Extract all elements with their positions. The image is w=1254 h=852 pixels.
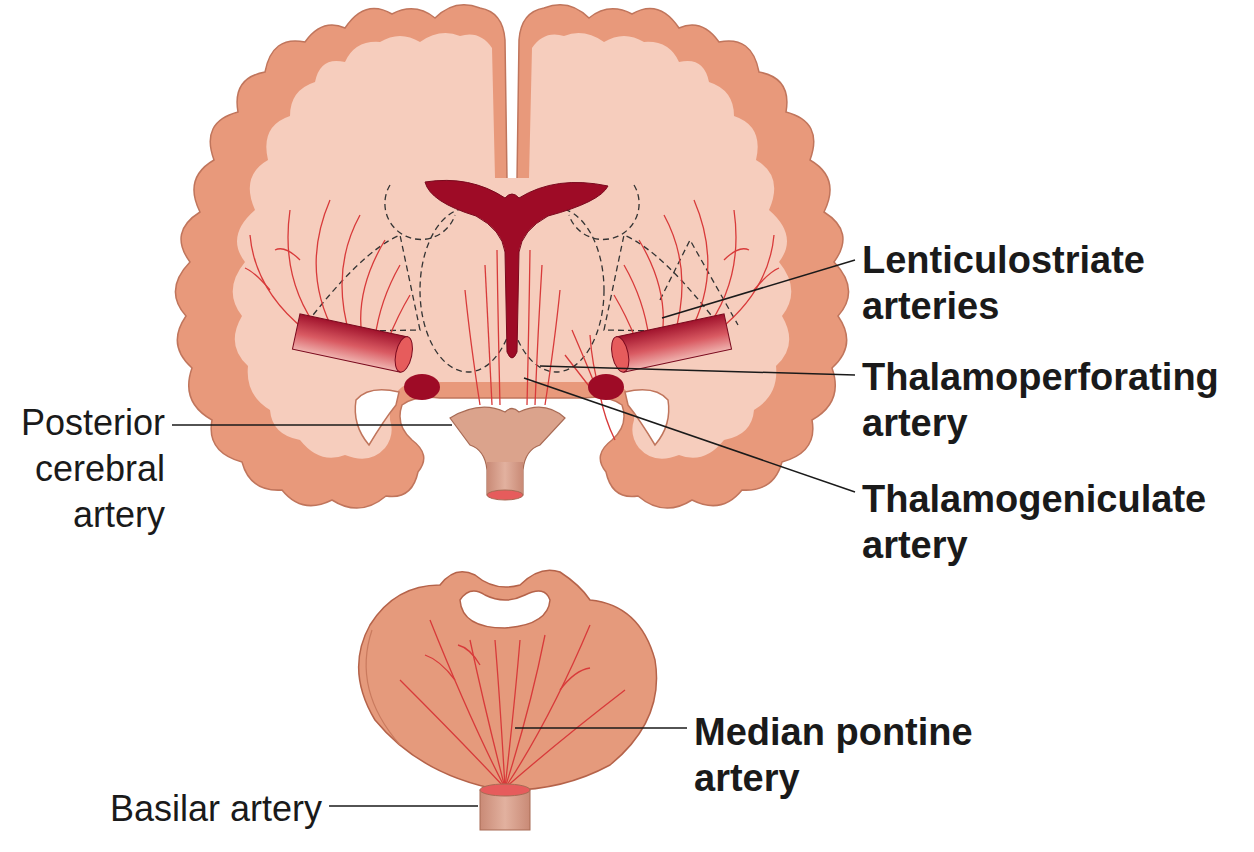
median-pontine-artery: [505, 635, 545, 788]
artery-label: Median pontine artery: [694, 709, 994, 801]
thalamoperforating-artery: [465, 290, 480, 405]
posterior-cerebral-artery: [450, 407, 565, 500]
lenticulostriate-artery: [689, 200, 708, 334]
pons: [366, 630, 400, 745]
artery-label: Posterior cerebral artery: [0, 400, 165, 538]
median-pontine-artery: [495, 640, 505, 788]
lenticulostriate-artery: [245, 268, 270, 290]
leader-line: [515, 727, 687, 729]
middle-cerebral-artery: [292, 314, 415, 374]
middle-cerebral-artery: [292, 314, 731, 374]
fourth-ventricle: [460, 591, 550, 628]
artery-cross-section: [404, 374, 440, 400]
lenticulostriate-artery: [250, 235, 305, 330]
median-pontine-artery: [430, 620, 505, 788]
lenticulostriate-artery: [275, 249, 300, 260]
median-pontine-artery: [560, 668, 590, 690]
basilar-artery: [480, 784, 530, 796]
pons: [359, 570, 657, 790]
lenticulostriate-artery: [375, 265, 400, 338]
leader-line: [524, 378, 855, 492]
lenticulostriate-artery: [342, 215, 360, 336]
lenticulostriate-artery: [361, 240, 385, 337]
lenticulostriate-artery: [316, 200, 335, 334]
median-pontine-artery: [458, 645, 480, 665]
median-pontine-artery: [505, 625, 590, 788]
thalamoperforating-artery: [497, 250, 500, 405]
leader-line: [329, 805, 478, 807]
thalamoperforating-artery: [485, 265, 492, 405]
artery-cross-section: [588, 374, 624, 400]
artery-label: Lenticulostriate arteries: [862, 237, 1247, 329]
thalamoperforating-artery: [527, 250, 530, 405]
lenticulostriate-artery: [639, 240, 663, 337]
median-pontine-artery: [470, 640, 505, 788]
lenticulostriate-artery: [288, 210, 320, 332]
artery-label: Thalamogeniculate artery: [862, 476, 1247, 568]
artery-label: Basilar artery: [110, 786, 322, 832]
lenticulostriate-artery: [664, 215, 682, 336]
posterior-cerebral-artery: [487, 490, 523, 500]
temporal-horn: [625, 390, 669, 445]
leader-line: [662, 260, 855, 318]
middle-cerebral-artery: [616, 314, 731, 372]
median-pontine-artery: [400, 620, 625, 788]
brain-section: [175, 5, 848, 508]
lenticulostriate-artery: [704, 210, 736, 332]
posterior-cerebral-artery: [450, 407, 565, 495]
ventricle: [425, 180, 608, 358]
leader-line: [172, 424, 452, 426]
basilar-artery: [480, 784, 530, 830]
temporal-horn: [355, 390, 399, 445]
median-pontine-artery: [505, 690, 625, 788]
white-matter: [233, 33, 792, 459]
lenticulostriate-artery: [724, 249, 749, 260]
middle-cerebral-artery: [392, 335, 415, 374]
median-pontine-artery: [425, 655, 455, 680]
cortex: [175, 5, 848, 508]
pons: [359, 570, 657, 790]
lenticulostriate-artery: [719, 235, 774, 330]
thalamogeniculate-artery: [600, 395, 615, 440]
median-pontine-artery: [400, 680, 505, 788]
artery-cross-section: [404, 374, 624, 400]
middle-cerebral-artery: [292, 314, 407, 372]
lenticulostriate-artery: [624, 265, 649, 338]
middle-cerebral-artery: [609, 314, 732, 374]
artery-label: Thalamoperforating artery: [862, 354, 1247, 446]
leader-line: [540, 366, 855, 375]
